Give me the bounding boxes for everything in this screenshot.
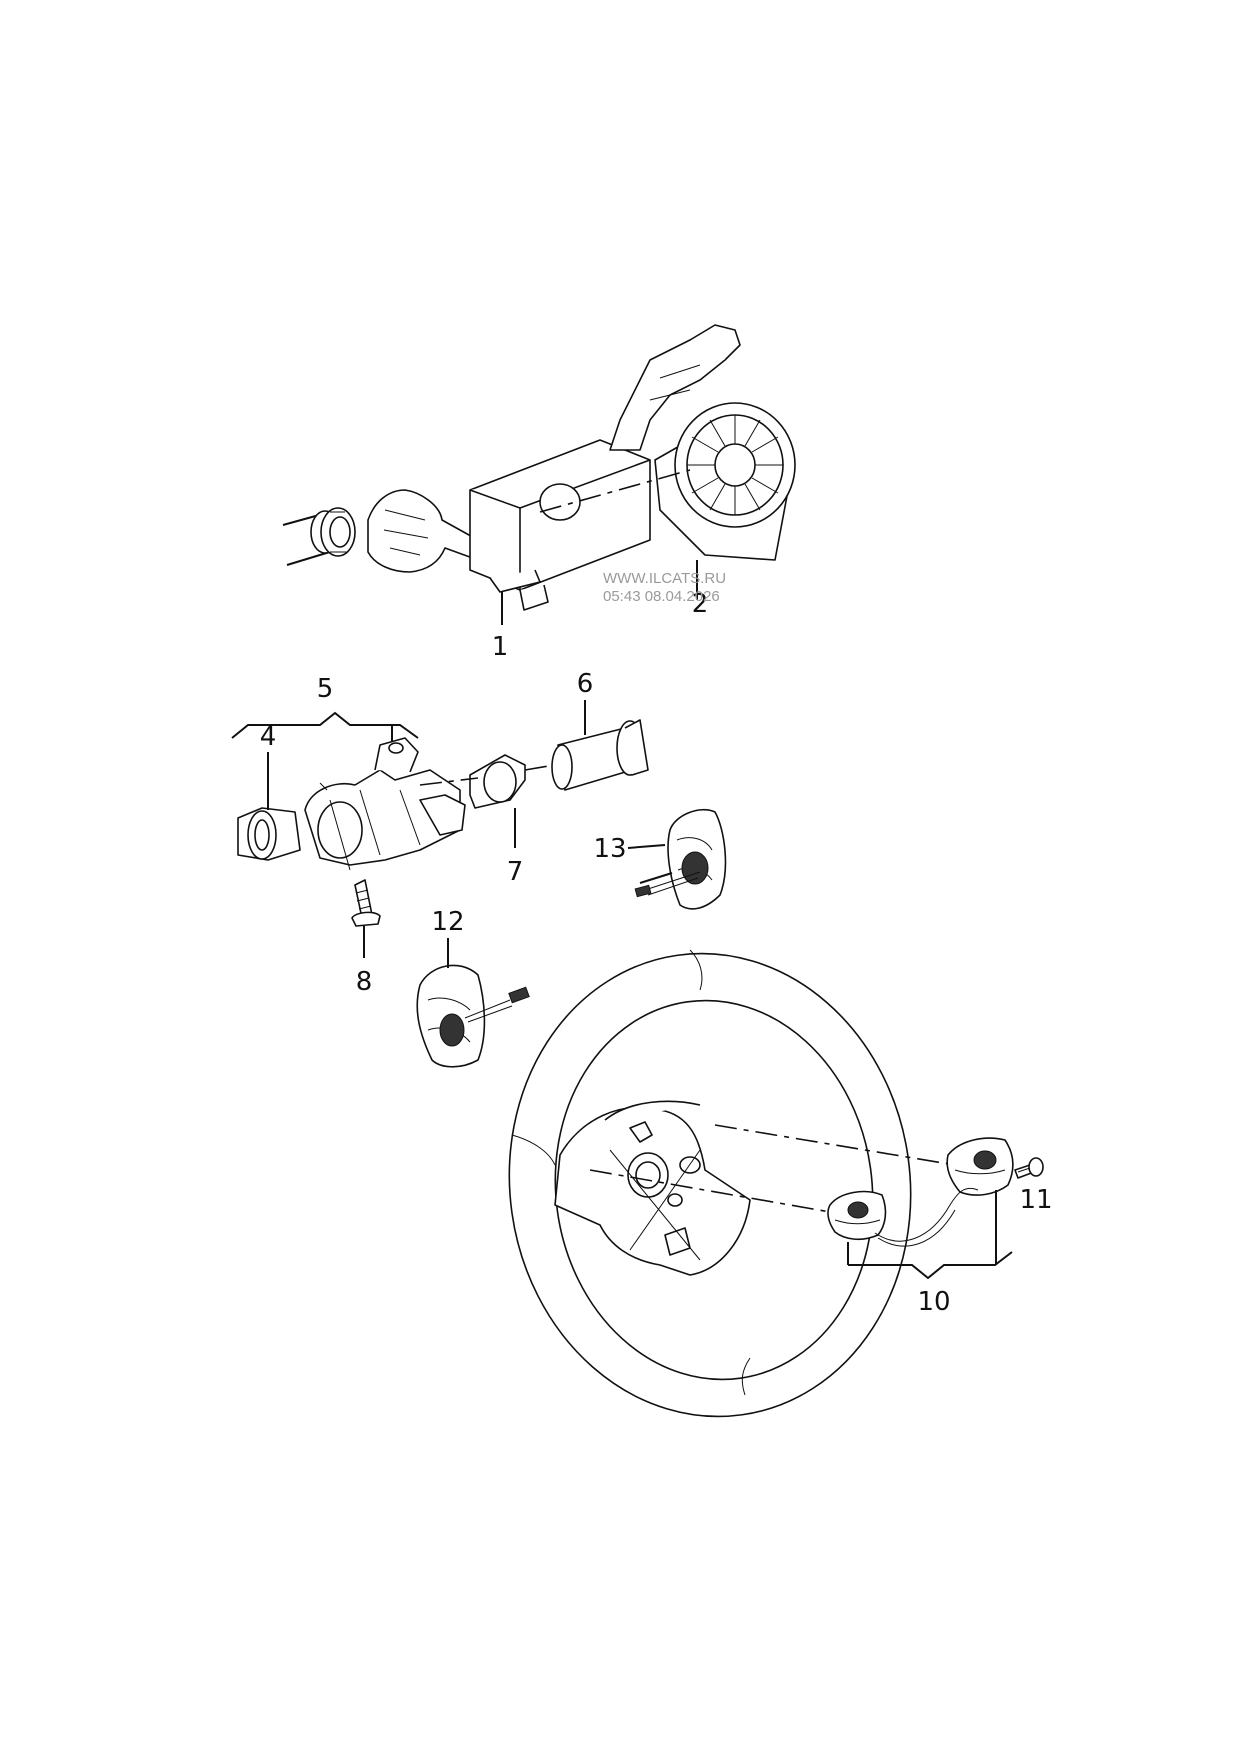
clock-spring-ribs	[687, 415, 783, 515]
callout-8[interactable]: 8	[356, 967, 373, 997]
steering-wheel-group	[508, 949, 1044, 1418]
callout-12[interactable]: 12	[431, 907, 464, 937]
callout-6[interactable]: 6	[577, 669, 594, 699]
callout-7[interactable]: 7	[507, 857, 524, 887]
callout-1[interactable]: 1	[492, 632, 509, 662]
ignition-lock-group	[231, 700, 649, 958]
watermark-site: WWW.ILCATS.RU	[603, 570, 726, 587]
multifunction-button-left	[416, 938, 530, 1068]
multifunction-button-right	[627, 808, 727, 910]
callout-2[interactable]: 2	[692, 589, 709, 619]
steering-column-switch-group	[282, 324, 796, 625]
callout-4[interactable]: 4	[260, 722, 277, 752]
callout-5[interactable]: 5	[317, 674, 334, 704]
callout-13[interactable]: 13	[593, 834, 626, 864]
callout-10[interactable]: 10	[917, 1287, 950, 1317]
callout-11[interactable]: 11	[1019, 1185, 1052, 1215]
watermark-timestamp: 05:43 08.04.2026	[603, 588, 720, 605]
